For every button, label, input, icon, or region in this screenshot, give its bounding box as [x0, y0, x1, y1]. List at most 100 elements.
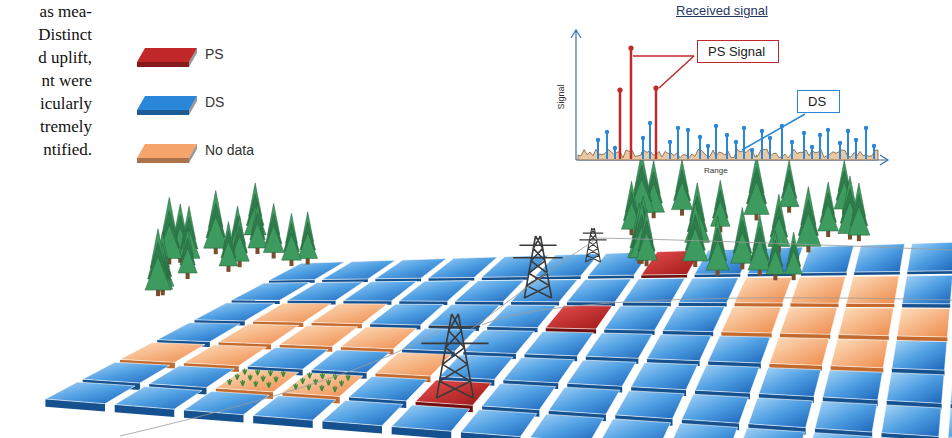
foliage	[219, 241, 238, 266]
ds-peak	[669, 142, 671, 159]
foliage	[818, 204, 839, 231]
ds-peak	[715, 126, 717, 159]
tile	[623, 278, 685, 302]
body-text: tremely	[40, 117, 92, 137]
swatch-shade	[189, 96, 197, 115]
swatch-side	[137, 158, 189, 163]
legend-entry: No data	[135, 140, 275, 166]
ds-peak-dot	[698, 135, 702, 139]
tile	[312, 350, 390, 373]
tree	[785, 232, 803, 280]
swatch-side	[137, 62, 189, 67]
foliage	[282, 234, 302, 260]
crop	[268, 370, 272, 376]
ds-peak	[781, 126, 783, 159]
tile	[738, 428, 805, 438]
tree	[248, 203, 267, 254]
foliage	[636, 232, 657, 260]
axis-head	[571, 30, 581, 38]
ds-peak-dot	[714, 124, 718, 128]
tree	[636, 209, 657, 266]
tree	[683, 202, 708, 267]
tree	[766, 230, 784, 280]
ds-peak	[847, 131, 849, 159]
tile	[322, 400, 402, 425]
tile-side	[846, 303, 894, 307]
ds-peak-dot	[826, 128, 830, 132]
leader-line	[742, 114, 805, 150]
tile	[549, 387, 620, 414]
foliage	[671, 182, 692, 210]
tile	[780, 307, 837, 334]
crop	[346, 375, 350, 381]
body-text: Distinct	[38, 25, 92, 45]
tree	[671, 159, 692, 215]
foliage	[785, 251, 803, 275]
tree	[848, 183, 870, 241]
legend-text: No data	[205, 142, 254, 158]
swatch-top	[137, 144, 197, 158]
ds-peak	[642, 138, 644, 159]
tree	[818, 182, 839, 237]
tile-side	[902, 304, 950, 308]
foliage	[683, 228, 708, 261]
body-text: ntified.	[43, 140, 92, 160]
tile	[876, 437, 938, 438]
crop	[327, 379, 331, 385]
tile	[253, 396, 336, 420]
legend-text: PS	[205, 46, 224, 62]
foliage	[768, 217, 790, 246]
tile	[838, 308, 893, 336]
tile	[349, 376, 427, 400]
ds-peak	[819, 135, 821, 159]
tile	[695, 365, 759, 393]
crop	[261, 375, 265, 381]
swatch-shade	[189, 144, 197, 163]
axis-head	[880, 155, 888, 165]
crop	[320, 373, 324, 379]
tile	[546, 305, 613, 329]
crop	[301, 378, 305, 384]
tile	[823, 370, 883, 400]
tile	[530, 414, 604, 438]
ds-peak-dot	[605, 130, 609, 134]
pylon-frame	[421, 314, 488, 398]
ds-peak-dot	[872, 144, 876, 148]
ds-peak	[735, 142, 737, 159]
foliage	[748, 239, 771, 270]
tile-side	[530, 437, 590, 438]
ds-peak-dot	[790, 140, 794, 144]
ds-peak-dot	[818, 133, 822, 137]
tree	[282, 213, 302, 266]
crop	[241, 380, 245, 386]
ds-peak-dot	[725, 133, 729, 137]
tile	[216, 369, 299, 392]
callout-box: PS Signal	[697, 40, 779, 63]
ps-peak-dot	[628, 45, 633, 50]
body-text: d uplift,	[38, 48, 92, 68]
tile	[503, 358, 574, 383]
ds-peak-dot	[734, 140, 738, 144]
ds-peak	[791, 142, 793, 159]
ds-peak-dot	[613, 146, 617, 150]
tile	[487, 305, 556, 328]
tree	[744, 155, 769, 221]
tile-side	[679, 302, 727, 306]
tile	[416, 380, 492, 405]
ds-peak	[827, 130, 829, 159]
ds-peak-dot	[854, 138, 858, 142]
axis-label: Range	[704, 166, 728, 175]
tree	[145, 229, 171, 296]
tile	[669, 423, 738, 438]
ds-peak-dot	[810, 145, 814, 149]
crop	[235, 374, 239, 380]
ds-peak-dot	[760, 129, 764, 133]
legend-swatch	[135, 92, 199, 118]
swatch-shade	[137, 110, 189, 115]
tile	[604, 306, 668, 330]
body-text: as mea-	[40, 2, 92, 22]
tile	[721, 307, 781, 333]
tile	[599, 419, 670, 438]
ds-peak-dot	[838, 141, 842, 145]
crop	[254, 381, 258, 387]
